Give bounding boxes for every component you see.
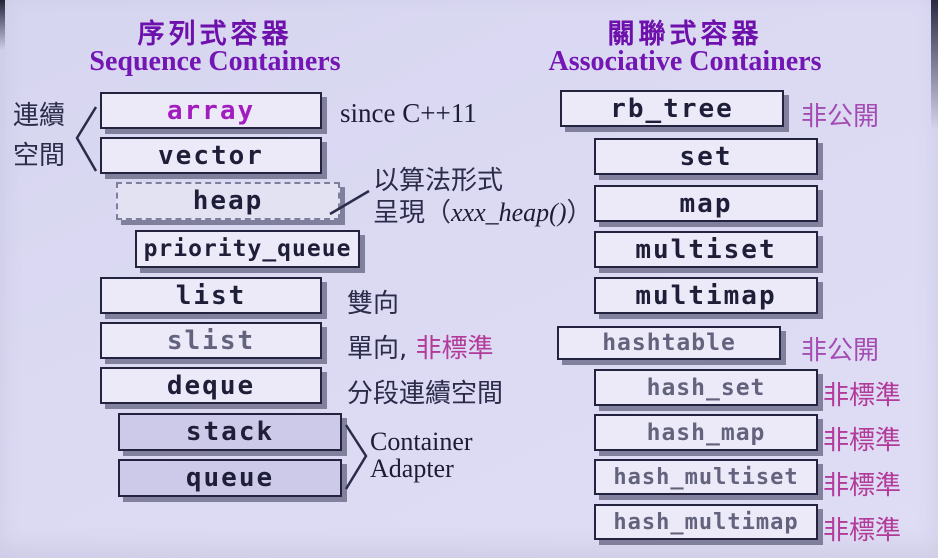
heap-annotation-line1: 以算法形式	[373, 166, 504, 196]
container-label-slist: slist	[166, 325, 256, 356]
hash-multiset-note-nonstandard: 非標準	[823, 471, 902, 501]
container-box-stack: stack	[118, 413, 342, 451]
container-label-hash-map: hash_map	[646, 419, 766, 446]
list-note: 雙向	[347, 289, 400, 319]
container-box-hash-multiset: hash_multiset	[594, 459, 818, 495]
container-box-vector: vector	[100, 137, 322, 174]
container-box-set: set	[594, 138, 818, 175]
heap-annotation-line2: 呈現（xxx_heap()）	[373, 197, 593, 229]
adapter-note-line1: Container	[370, 427, 473, 456]
heap-annotation-suffix: ）	[566, 198, 593, 228]
heap-annotation: 以算法形式 呈現（xxx_heap()）	[373, 166, 593, 229]
container-box-list: list	[100, 277, 322, 314]
heap-annotation-code: xxx_heap()	[451, 198, 567, 227]
array-note-since-cpp11: since C++11	[340, 98, 477, 128]
container-label-rb-tree: rb_tree	[610, 93, 734, 124]
slist-note-direction: 單向,	[347, 334, 416, 364]
hash-map-note-nonstandard: 非標準	[823, 426, 902, 456]
left-column-title-cjk: 序列式容器	[137, 19, 293, 50]
hash-multimap-note-nonstandard: 非標準	[823, 516, 902, 546]
container-label-hash-multiset: hash_multiset	[613, 464, 799, 490]
slist-note: 單向, 非標準	[347, 328, 494, 365]
adapter-brace-icon	[344, 424, 368, 490]
container-label-priority-queue: priority_queue	[143, 236, 352, 262]
contiguous-space-line2: 空間	[13, 141, 66, 171]
container-box-queue: queue	[118, 459, 342, 497]
container-label-array: array	[166, 95, 256, 126]
frame-edge-artifact-right	[931, 0, 938, 130]
container-box-map: map	[594, 185, 818, 222]
deque-note: 分段連續空間	[347, 379, 504, 409]
container-box-hashtable: hashtable	[557, 326, 781, 360]
container-box-rb-tree: rb_tree	[560, 90, 784, 127]
container-box-deque: deque	[100, 367, 322, 404]
container-label-hash-set: hash_set	[646, 374, 766, 401]
container-label-multiset: multiset	[635, 234, 777, 265]
container-box-hash-multimap: hash_multimap	[594, 504, 818, 540]
contiguous-space-label: 連續 空間	[13, 96, 65, 176]
container-box-array: array	[100, 92, 322, 129]
container-label-hash-multimap: hash_multimap	[613, 509, 799, 535]
container-box-slist: slist	[100, 322, 322, 359]
contiguous-space-line1: 連續	[13, 101, 66, 131]
container-label-map: map	[679, 188, 733, 219]
container-box-multiset: multiset	[594, 231, 818, 268]
container-label-hashtable: hashtable	[602, 330, 736, 356]
heap-annotation-prefix: 呈現（	[373, 198, 452, 228]
container-label-deque: deque	[166, 370, 256, 401]
container-box-multimap: multimap	[594, 277, 818, 314]
contiguous-brace-icon	[75, 106, 98, 172]
right-column-title-en: Associative Containers	[548, 46, 822, 77]
rb-tree-note-nonpublic: 非公開	[801, 102, 880, 132]
container-label-vector: vector	[158, 140, 264, 171]
container-label-stack: stack	[185, 417, 275, 447]
container-label-list: list	[175, 280, 247, 311]
container-box-heap: heap	[116, 182, 340, 220]
adapter-note-line2: Adapter	[370, 454, 454, 483]
container-label-multimap: multimap	[635, 280, 777, 311]
container-box-priority-queue: priority_queue	[135, 230, 360, 268]
container-label-queue: queue	[185, 463, 275, 493]
right-column-title-cjk: 關聯式容器	[607, 19, 763, 50]
hash-set-note-nonstandard: 非標準	[823, 381, 902, 411]
container-box-hash-map: hash_map	[594, 414, 818, 451]
left-column-title-en: Sequence Containers	[89, 46, 341, 77]
container-label-set: set	[679, 141, 733, 172]
container-label-heap: heap	[192, 186, 264, 216]
container-box-hash-set: hash_set	[594, 369, 818, 406]
adapter-note: Container Adapter	[370, 428, 473, 482]
frame-edge-artifact-left	[0, 0, 5, 50]
slist-note-nonstandard: 非標準	[415, 334, 494, 364]
hashtable-note-nonpublic: 非公開	[801, 336, 880, 366]
